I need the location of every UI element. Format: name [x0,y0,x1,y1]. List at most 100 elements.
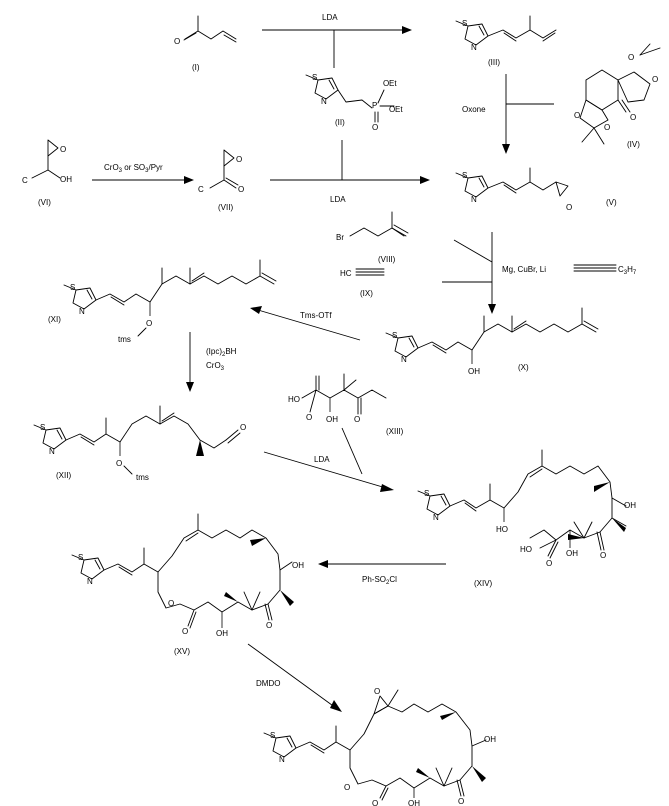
svg-text:N: N [471,43,477,52]
svg-text:Et: Et [389,79,397,88]
label-compound-xiii: (XIII) [386,427,404,436]
svg-text:CrO3 or SO3/Pyr: CrO3 or SO3/Pyr [104,163,163,174]
label-compound-xii: (XII) [56,471,71,480]
atom-o: O [174,37,180,46]
svg-text:O: O [383,79,389,88]
svg-text:N: N [471,195,477,204]
label-compound-viii: (VIII) [378,255,396,264]
label-compound-xi: (XI) [48,315,61,324]
svg-text:OH: OH [216,629,228,638]
svg-text:S: S [312,73,317,82]
arrow-tms-otf: Tms-OTf [250,306,361,341]
svg-text:O: O [458,797,464,806]
svg-text:(Ipc)2BH: (Ipc)2BH [206,347,237,358]
svg-text:O: O [266,621,272,630]
svg-text:O: O [168,599,174,608]
svg-text:C: C [22,176,28,185]
reagent-tms-otf: Tms-OTf [300,311,332,320]
label-compound-ix: (IX) [360,289,373,298]
svg-text:O: O [389,105,395,114]
svg-text:HC: HC [340,269,352,278]
svg-text:O: O [630,113,636,122]
compound-iii: S N (III) [455,15,557,67]
arrow-oxidation: CrO3 or SO3/Pyr [92,163,194,184]
svg-text:O: O [372,123,378,132]
svg-text:Br: Br [336,233,344,242]
arrow-dmdo: DMDO [247,643,342,712]
svg-text:OH: OH [60,175,72,184]
svg-text:N: N [433,513,439,522]
svg-text:HO: HO [496,525,508,534]
svg-text:O: O [374,687,380,696]
label-compound-v: (V) [606,198,617,207]
svg-text:OH: OH [408,799,420,806]
svg-text:S: S [392,331,397,340]
svg-text:N: N [87,577,93,586]
label-compound-vii: (VII) [218,203,233,212]
svg-text:HO: HO [288,395,300,404]
svg-text:OH: OH [624,501,636,510]
svg-text:O: O [372,799,378,806]
svg-text:O: O [182,627,188,636]
svg-text:O: O [116,459,122,468]
svg-text:HO: HO [520,545,532,554]
svg-text:S: S [78,553,83,562]
svg-text:O: O [240,423,246,432]
svg-text:N: N [279,755,285,764]
svg-text:OH: OH [468,367,480,376]
reagent-dmdo: DMDO [256,679,280,688]
svg-text:S: S [40,423,45,432]
svg-text:S: S [462,171,467,180]
label-compound-iv: (IV) [627,140,640,149]
label-compound-i: (I) [192,63,200,72]
svg-text:OH: OH [292,561,304,570]
svg-text:O: O [600,551,606,560]
reagent-lda-1: LDA [322,13,338,22]
compound-viii: Br (VIII) [336,211,409,264]
compound-xv: S N OH O OH O O (XV) [71,513,304,656]
svg-text:OH: OH [326,415,338,424]
arrow-grignard: Mg, CuBr, Li C3H7 [442,232,637,314]
label-compound-ii: (II) [335,118,345,127]
arrow-lda-1: LDA [262,13,412,68]
svg-text:N: N [49,447,55,456]
reagent-lda-3: LDA [314,455,330,464]
svg-text:S: S [70,283,75,292]
svg-text:O: O [238,185,244,194]
compound-i: O (I) [174,15,237,72]
arrow-hydroboration: (Ipc)2BH CrO3 [186,332,237,392]
compound-xi: S N O tms (XI) [48,259,277,344]
compound-xii: S N O O tms (XII) [33,405,246,482]
compound-v: S N O (V) [455,167,617,212]
compound-vi: O OH C (VI) [22,139,72,207]
svg-text:O: O [344,783,350,792]
svg-text:O: O [146,319,152,328]
svg-text:tms: tms [118,335,131,344]
svg-text:O: O [306,413,312,422]
svg-text:CrO3: CrO3 [206,361,225,372]
svg-text:tms: tms [136,473,149,482]
svg-text:O: O [652,75,658,84]
svg-text:O: O [566,203,572,212]
label-compound-iii: (III) [488,58,500,67]
svg-text:C3H7: C3H7 [618,265,637,276]
svg-text:Mg, CuBr, Li: Mg, CuBr, Li [502,265,546,274]
svg-text:OH: OH [566,549,578,558]
svg-text:O: O [354,415,360,424]
svg-text:O: O [574,111,580,120]
svg-text:Et: Et [395,105,403,114]
compound-iv: O O O O O (IV) [574,43,661,149]
svg-text:C: C [198,185,204,194]
label-compound-xv: (XV) [174,647,190,656]
compound-xiii: HO O OH O (XIII) [288,373,404,436]
svg-text:Ph-SO2Cl: Ph-SO2Cl [362,575,397,586]
label-compound-xiv: (XIV) [474,579,493,588]
svg-text:O: O [60,145,66,154]
svg-text:O: O [604,123,610,132]
reagent-lda-2: LDA [330,195,346,204]
compound-ix: HC (IX) [340,268,385,298]
svg-text:O: O [546,559,552,568]
svg-text:O: O [628,53,634,62]
svg-text:OH: OH [484,735,496,744]
